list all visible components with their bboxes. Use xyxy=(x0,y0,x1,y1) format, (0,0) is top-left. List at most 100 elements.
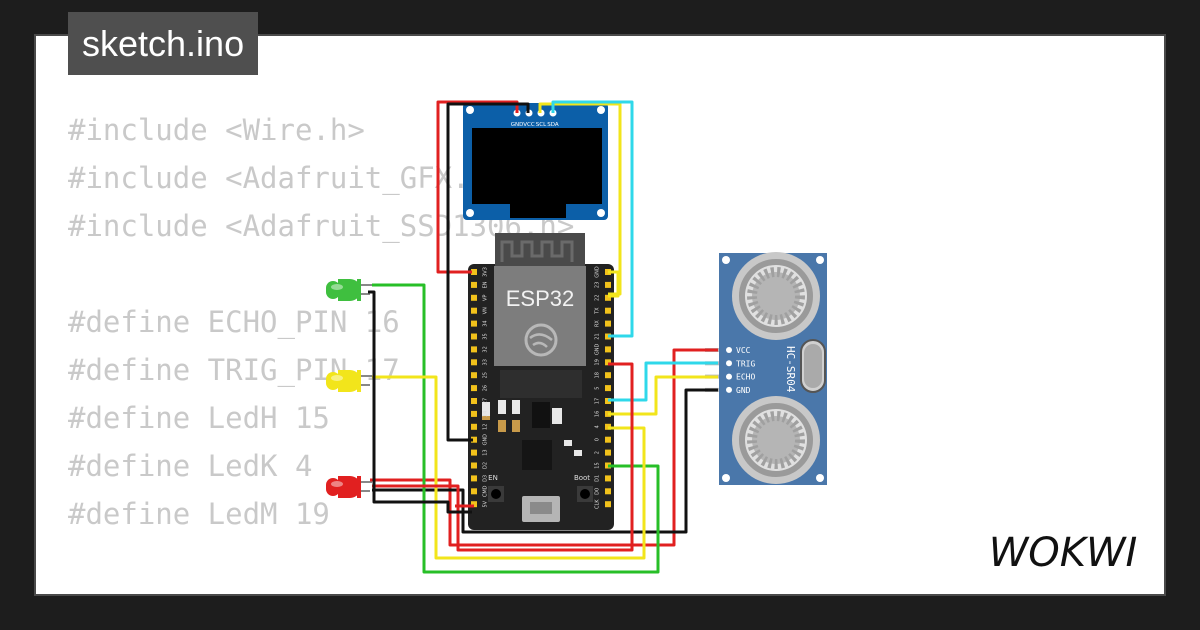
esp32-pin-header[interactable] xyxy=(471,488,477,495)
esp32-pin-headers: 3V3ENVPVN343532332526271412GND13D2D3CMD5… xyxy=(471,266,611,509)
esp32-pin-header[interactable] xyxy=(471,501,477,508)
code-line: #include <Wire.h> xyxy=(68,113,365,147)
wire-us-echo xyxy=(608,375,718,416)
esp32-pin-header[interactable] xyxy=(471,372,477,379)
led-green[interactable] xyxy=(326,279,372,301)
esp32-pin-label: 18 xyxy=(595,372,601,378)
esp32-pin-label: 35 xyxy=(483,333,489,339)
esp32-pin-header[interactable] xyxy=(605,346,611,353)
code-line: #define LedH 15 xyxy=(68,401,330,435)
esp32-pin-header[interactable] xyxy=(471,398,477,404)
oled-pin-label: SDA xyxy=(547,122,559,128)
esp32-pin-label: 32 xyxy=(483,346,489,352)
esp32-label: ESP32 xyxy=(506,286,575,311)
esp32-pin-header[interactable] xyxy=(471,449,477,456)
us-pin-label: GND xyxy=(736,386,751,395)
code-line: #define SCREEN_WIDTH 128 xyxy=(68,586,574,594)
esp32-pin-header[interactable] xyxy=(605,449,611,456)
esp32-pin-header[interactable] xyxy=(471,359,477,366)
esp32-pin-label: 12 xyxy=(483,424,489,430)
esp32-pin-header[interactable] xyxy=(605,385,611,392)
esp32-pin-label: 26 xyxy=(483,385,489,391)
esp32-pin-header[interactable] xyxy=(471,436,477,443)
esp32-pin-header[interactable] xyxy=(471,475,477,482)
esp32-pin-header[interactable] xyxy=(605,475,611,482)
esp32-pin-header[interactable] xyxy=(605,294,611,301)
code-preview: #include <Wire.h> #include <Adafruit_GFX.… xyxy=(68,106,574,594)
wire-oled-sda xyxy=(551,100,634,338)
esp32-pin-header[interactable] xyxy=(471,346,477,353)
esp32-pin-header[interactable] xyxy=(605,488,611,495)
esp32-pin-label: CMD xyxy=(483,485,489,497)
esp32-pin-label: 17 xyxy=(595,398,601,404)
us-pin-label: ECHO xyxy=(736,373,755,382)
led-red[interactable] xyxy=(326,476,372,498)
wire-led-red xyxy=(372,362,634,552)
esp32-pin-label: 23 xyxy=(595,282,601,288)
code-line: #include <Adafruit_GFX.h> xyxy=(68,161,505,195)
esp32-pin-header[interactable] xyxy=(605,359,611,366)
wires xyxy=(368,100,718,574)
esp32-pin-label: GND xyxy=(483,434,489,446)
esp32-pin-label: 19 xyxy=(595,359,601,365)
esp32-pin-header[interactable] xyxy=(471,269,477,275)
code-line: #define LedM 19 xyxy=(68,497,330,531)
esp32-board[interactable]: ESP32 EN Boot 3V3ENVPVN34353233252627141… xyxy=(468,233,614,530)
wire-gnd-bridge xyxy=(608,270,620,298)
esp32-pin-header[interactable] xyxy=(605,436,611,443)
esp32-pin-header[interactable] xyxy=(605,281,611,288)
esp32-pin-label: 13 xyxy=(483,449,489,455)
esp32-pin-header[interactable] xyxy=(605,320,611,327)
code-line: #define LedK 4 xyxy=(68,449,313,483)
esp32-pin-label: 27 xyxy=(483,398,489,404)
esp32-pin-header[interactable] xyxy=(605,501,611,508)
wokwi-logo-icon: WOKWI xyxy=(989,530,1138,576)
code-line: #define TRIG_PIN 17 xyxy=(68,353,400,387)
wire-us-trig xyxy=(608,361,718,402)
esp32-pin-label: 15 xyxy=(595,462,601,468)
esp32-pin-label: GND xyxy=(595,344,601,356)
esp32-pin-label: 21 xyxy=(595,333,601,339)
code-line: #define ECHO_PIN 16 xyxy=(68,305,400,339)
esp32-pin-header[interactable] xyxy=(471,294,477,301)
esp32-pin-label: D0 xyxy=(595,488,601,495)
esp32-pin-label: D2 xyxy=(483,462,489,469)
esp32-pin-label: VN xyxy=(483,307,489,314)
esp32-pin-header[interactable] xyxy=(471,410,477,417)
file-name-tab[interactable]: sketch.ino xyxy=(68,12,259,75)
oled-pin-label: VCC xyxy=(523,122,535,128)
esp32-pin-header[interactable] xyxy=(471,462,477,469)
esp32-pin-header[interactable] xyxy=(605,307,611,314)
boot-button-label: Boot xyxy=(574,474,590,482)
led-yellow[interactable] xyxy=(326,370,372,392)
us-pin-label: TRIG xyxy=(736,359,755,368)
wire-led-green xyxy=(372,283,660,574)
esp32-pin-label: VP xyxy=(483,295,489,301)
esp32-pin-label: 22 xyxy=(595,295,601,301)
esp32-pin-label: 4 xyxy=(595,425,601,428)
esp32-pin-label: 16 xyxy=(595,411,601,417)
esp32-pin-label: D1 xyxy=(595,475,601,482)
transducer-bottom xyxy=(732,396,820,484)
esp32-pin-header[interactable] xyxy=(471,281,477,288)
oled-pin-label: SCL xyxy=(536,122,547,128)
esp32-pin-label: RX xyxy=(595,320,601,327)
us-pin-label: VCC xyxy=(736,346,751,355)
esp32-pin-header[interactable] xyxy=(471,385,477,392)
esp32-pin-label: GND xyxy=(595,266,601,278)
esp32-pin-header[interactable] xyxy=(471,307,477,314)
esp32-pin-label: 34 xyxy=(483,320,489,326)
espressif-logo-icon xyxy=(524,323,558,357)
esp32-pin-header[interactable] xyxy=(471,423,477,430)
oled-pin-label: GND xyxy=(511,122,524,128)
esp32-pin-label: CLK xyxy=(595,499,601,509)
esp32-pin-header[interactable] xyxy=(471,333,477,340)
wokwi-brand-text: WOKWI xyxy=(989,530,1138,576)
wire-led-yellow xyxy=(372,375,646,560)
esp32-pin-header[interactable] xyxy=(471,320,477,327)
esp32-pin-label: 25 xyxy=(483,372,489,378)
esp32-pin-header[interactable] xyxy=(605,372,611,379)
